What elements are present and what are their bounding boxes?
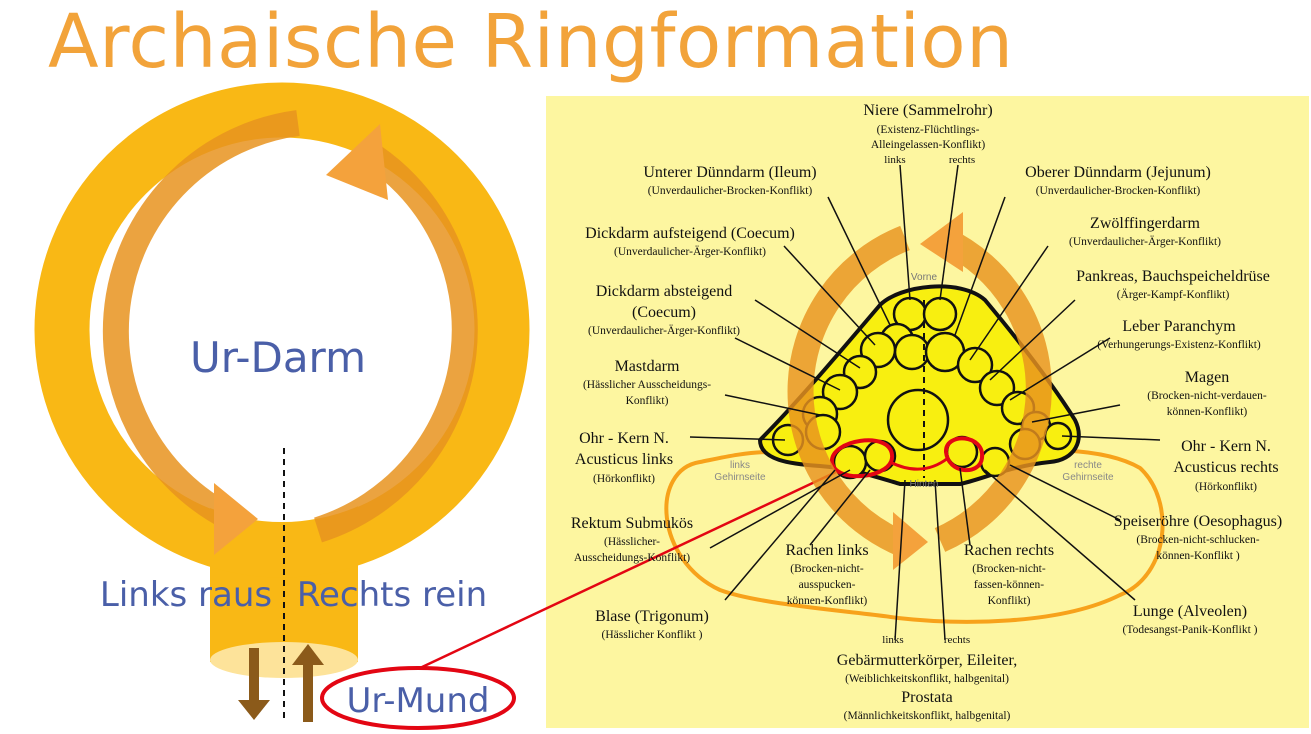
pointer-line (419, 470, 837, 670)
gebaermutter-title: Gebärmutterkörper, Eileiter, (837, 652, 1017, 669)
label-lines (689, 164, 1161, 641)
links-raus-label: Links raus (100, 575, 272, 615)
unterer-duenndarm-sub: (Unverdaulicher-Brocken-Konflikt) (648, 185, 813, 197)
mastdarm-sub-2: Konflikt) (626, 395, 669, 407)
magen-sub-1: (Brocken-nicht-verdauen- (1147, 390, 1267, 402)
blase-sub: (Hässlicher Konflikt ) (602, 629, 703, 641)
prostata-sub: (Männlichkeitskonflikt, halbgenital) (844, 710, 1011, 722)
bottom-links: links (882, 634, 903, 646)
magen-sub-2: können-Konflikt) (1167, 406, 1248, 418)
ring-arrow-left (787, 225, 910, 558)
prostata-title: Prostata (901, 689, 953, 706)
hinten-label: Hinten (910, 479, 939, 490)
organ-labels: Niere (Sammelrohr) (Existenz-Flüchtlings… (571, 102, 1282, 722)
speiseroehre-sub-2: können-Konflikt ) (1156, 550, 1240, 562)
mastdarm-sub-1: (Hässlicher Ausscheidungs- (583, 379, 711, 391)
niere-rechts: rechts (949, 154, 975, 166)
rektum-sub-1: (Hässlicher- (604, 536, 660, 548)
unterer-duenndarm-title: Unterer Dünndarm (Ileum) (643, 164, 816, 181)
blase-title: Blase (Trigonum) (595, 608, 709, 625)
lunge-sub: (Todesangst-Panik-Konflikt ) (1123, 624, 1258, 636)
ohr-rechts-sub: (Hörkonflikt) (1195, 481, 1257, 493)
ohr-links-sub: (Hörkonflikt) (593, 473, 655, 485)
rachen-links-sub-3: können-Konflikt) (787, 595, 868, 607)
zwoelffinger-sub: (Unverdaulicher-Ärger-Konflikt) (1069, 234, 1221, 248)
vorne-label: Vorne (911, 272, 938, 283)
left-arrow-head (214, 483, 258, 555)
ur-mund-label: Ur-Mund (347, 681, 490, 721)
dickdarm-ab-sub: (Unverdaulicher-Ärger-Konflikt) (588, 323, 740, 337)
right-side-label-1: rechte (1074, 460, 1102, 471)
leber-title: Leber Paranchym (1122, 318, 1236, 335)
left-flow-arrow (102, 110, 300, 531)
dickdarm-auf-title: Dickdarm aufsteigend (Coecum) (585, 225, 795, 242)
niere-title: Niere (Sammelrohr) (863, 102, 992, 119)
ur-darm-ring (34, 82, 530, 578)
highlight-connector (889, 456, 949, 471)
rachen-rechts-sub-3: Konflikt) (988, 595, 1031, 607)
oberer-duenndarm-title: Oberer Dünndarm (Jejunum) (1025, 164, 1211, 181)
ring-arrow-right-head (920, 212, 963, 272)
niere-sub-2: Alleingelassen-Konflikt) (871, 139, 986, 151)
niere-sub-1: (Existenz-Flüchtlings- (877, 124, 980, 136)
down-arrow-icon (238, 700, 270, 720)
niere-links: links (884, 154, 905, 166)
ohr-rechts-title2: Acusticus rechts (1173, 459, 1278, 476)
ohr-rechts-title: Ohr - Kern N. (1181, 438, 1271, 455)
oberer-duenndarm-sub: (Unverdaulicher-Brocken-Konflikt) (1036, 185, 1201, 197)
right-arrow-head (326, 124, 388, 200)
rachen-links-title: Rachen links (785, 542, 868, 559)
up-arrow-icon (292, 644, 324, 665)
ur-darm-label: Ur-Darm (190, 333, 366, 382)
bottom-rechts: rechts (944, 634, 970, 646)
dickdarm-ab-title2: (Coecum) (632, 304, 696, 321)
rachen-rechts-sub-2: fassen-können- (974, 579, 1044, 591)
rektum-title: Rektum Submukös (571, 515, 693, 532)
mastdarm-title: Mastdarm (615, 358, 680, 375)
rachen-rechts-sub-1: (Brocken-nicht- (972, 563, 1046, 575)
slide-title: Archaische Ringformation (48, 0, 1014, 85)
ohr-links-title: Ohr - Kern N. (579, 430, 669, 447)
ur-darm-diagram: Ur-Darm Links raus Rechts rein Ur-Mund (34, 82, 530, 730)
rachen-rechts-title: Rachen rechts (964, 542, 1054, 559)
left-side-label-1: links (730, 460, 750, 471)
rechts-rein-label: Rechts rein (297, 575, 487, 615)
left-side-label-2: Gehirnseite (714, 472, 766, 483)
highlight-rachen-links (830, 438, 894, 479)
right-flow-arrow (314, 136, 478, 543)
zwoelffinger-title: Zwölffingerdarm (1090, 215, 1200, 232)
pankreas-title: Pankreas, Bauchspeicheldrüse (1076, 268, 1270, 285)
brain-relay-panel: Vorne Hinten links Gehirnseite rechte Ge… (419, 96, 1309, 728)
rachen-links-sub-2: ausspucken- (799, 579, 856, 591)
right-side-label-2: Gehirnseite (1062, 472, 1114, 483)
rektum-sub-2: Ausscheidungs-Konflikt) (574, 552, 690, 564)
speiseroehre-sub-1: (Brocken-nicht-schlucken- (1136, 534, 1259, 546)
ur-mund-highlight (320, 666, 516, 730)
lunge-title: Lunge (Alveolen) (1133, 603, 1247, 620)
dickdarm-auf-sub: (Unverdaulicher-Ärger-Konflikt) (614, 244, 766, 258)
highlight-rachen-rechts (943, 436, 985, 473)
gebaermutter-sub: (Weiblichkeitskonflikt, halbgenital) (845, 673, 1009, 685)
speiseroehre-title: Speiseröhre (Oesophagus) (1114, 513, 1282, 530)
ohr-links-title2: Acusticus links (575, 451, 673, 468)
dickdarm-ab-title: Dickdarm absteigend (596, 283, 732, 300)
rachen-links-sub-1: (Brocken-nicht- (790, 563, 864, 575)
ring-arrow-right (934, 228, 1052, 552)
magen-title: Magen (1185, 369, 1229, 386)
leber-sub: (Verhungerungs-Existenz-Konflikt) (1097, 339, 1261, 351)
ur-darm-inner (90, 138, 474, 522)
pankreas-sub: (Ärger-Kampf-Konflikt) (1117, 287, 1230, 301)
